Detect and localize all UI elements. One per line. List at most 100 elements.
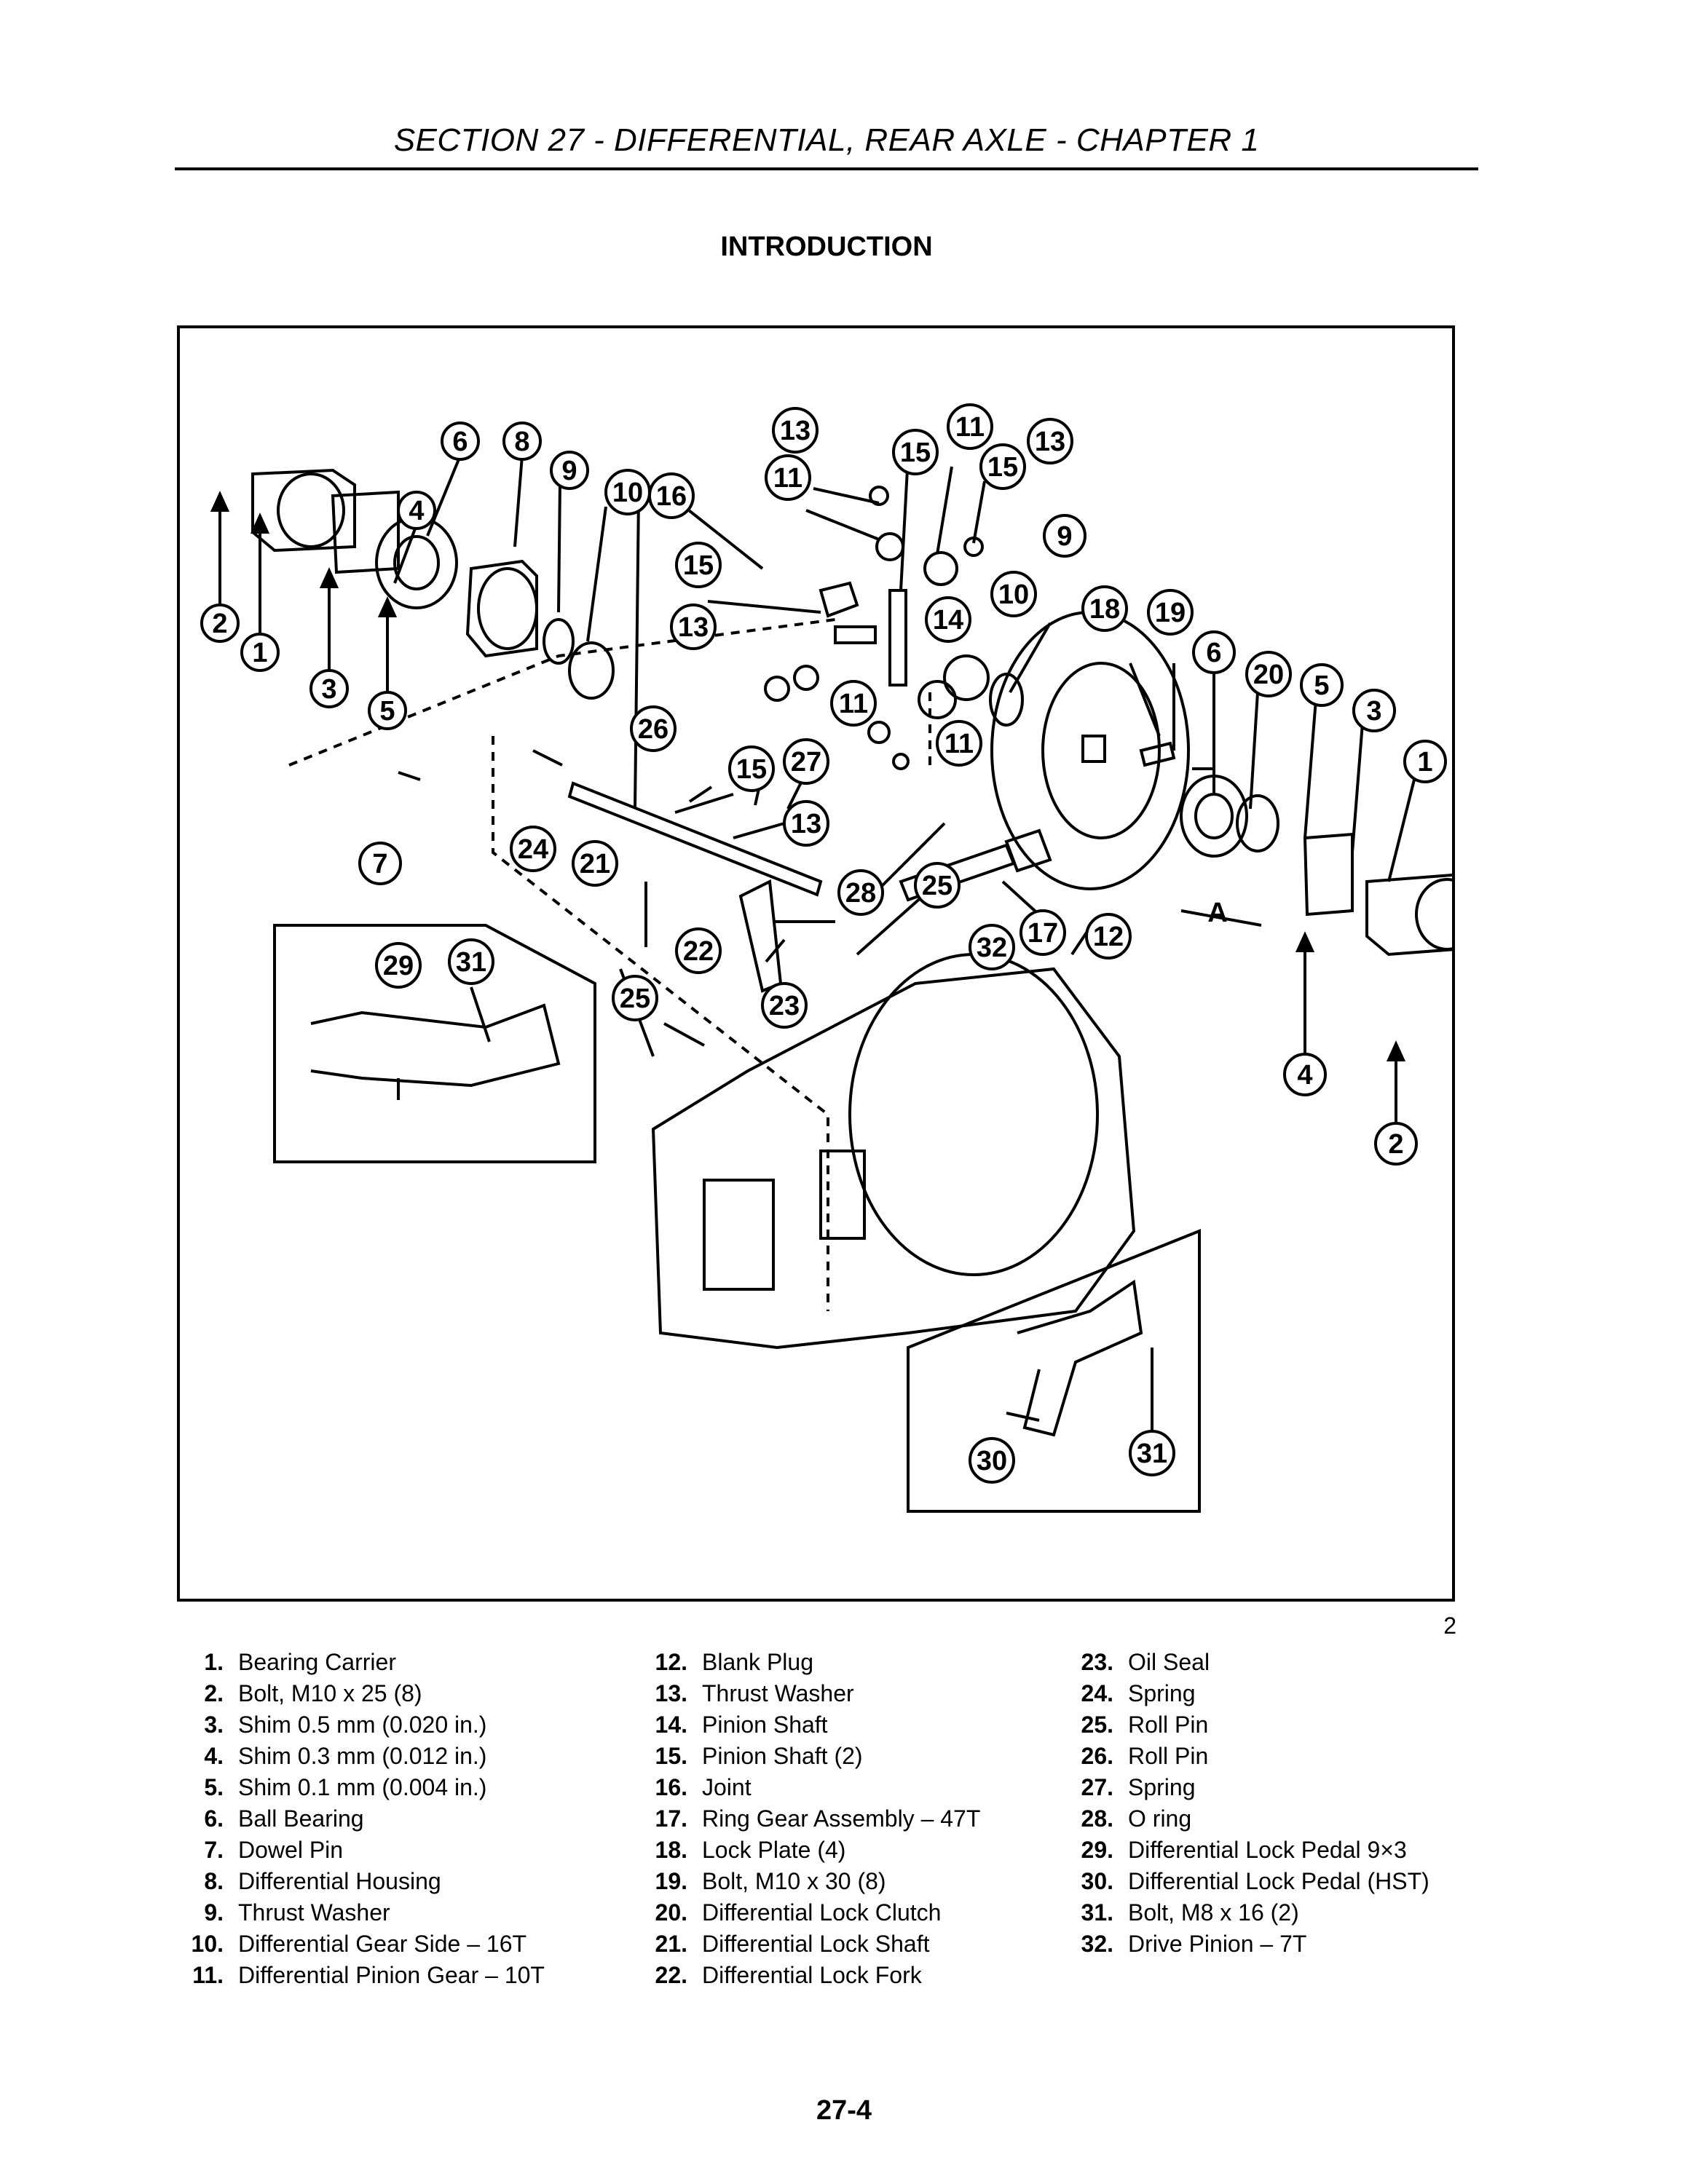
- legend-item: 6.Ball Bearing: [177, 1803, 545, 1835]
- legend-number: 3.: [204, 1712, 224, 1738]
- legend-item: 15.Pinion Shaft (2): [641, 1741, 980, 1772]
- legend-item: 23.Oil Seal: [1067, 1647, 1429, 1678]
- svg-text:17: 17: [1028, 918, 1058, 949]
- callout-29: 29: [375, 942, 422, 989]
- svg-text:15: 15: [900, 438, 931, 468]
- legend-number: 25.: [1081, 1712, 1113, 1738]
- view-marker-a: A: [1207, 898, 1227, 928]
- callout-31-b: 31: [1129, 1430, 1175, 1476]
- svg-text:15: 15: [683, 550, 714, 581]
- legend-text: Spring: [1128, 1774, 1196, 1800]
- legend-item: 18.Lock Plate (4): [641, 1835, 980, 1866]
- legend-text: Differential Lock Shaft: [702, 1931, 930, 1957]
- callout-8: 8: [502, 422, 542, 461]
- callout-20: 20: [1245, 651, 1292, 697]
- callout-14: 14: [925, 596, 971, 643]
- parts-legend-column-2: 12.Blank Plug 13.Thrust Washer 14.Pinion…: [641, 1647, 981, 1991]
- callout-13-b: 13: [1027, 418, 1073, 464]
- legend-text: Bearing Carrier: [238, 1649, 396, 1675]
- legend-number: 30.: [1081, 1868, 1113, 1894]
- legend-number: 26.: [1081, 1743, 1113, 1769]
- legend-text: Roll Pin: [1128, 1743, 1209, 1769]
- legend-number: 23.: [1081, 1649, 1113, 1675]
- svg-text:14: 14: [933, 605, 963, 636]
- callout-24: 24: [510, 826, 556, 872]
- legend-number: 17.: [655, 1805, 687, 1832]
- legend-text: Bolt, M8 x 16 (2): [1128, 1899, 1299, 1926]
- leader-lines: [210, 455, 1419, 1435]
- legend-text: Pinion Shaft: [702, 1712, 828, 1738]
- callout-16: 16: [648, 472, 695, 519]
- svg-text:27: 27: [791, 747, 821, 778]
- callout-23: 23: [761, 982, 808, 1029]
- svg-text:29: 29: [383, 951, 414, 981]
- callout-26: 26: [630, 705, 677, 752]
- callout-11-b: 11: [947, 403, 993, 450]
- svg-text:2: 2: [212, 609, 227, 639]
- callout-11-a: 11: [765, 454, 811, 501]
- callout-5-right: 5: [1300, 663, 1344, 707]
- svg-text:26: 26: [638, 714, 669, 745]
- legend-item: 25.Roll Pin: [1067, 1709, 1429, 1741]
- svg-text:13: 13: [1035, 427, 1065, 457]
- svg-text:3: 3: [1366, 696, 1381, 727]
- svg-text:31: 31: [1137, 1439, 1167, 1469]
- legend-item: 17.Ring Gear Assembly – 47T: [641, 1803, 981, 1835]
- callout-markers: 2 1 3 5 4 6 8 9 10 16 15 13 11 15 11 15 …: [200, 403, 1447, 1484]
- legend-number: 9.: [204, 1899, 224, 1926]
- legend-number: 8.: [204, 1868, 224, 1894]
- legend-text: Ball Bearing: [238, 1805, 364, 1832]
- callout-1-left: 1: [240, 633, 280, 672]
- parts-legend-column-1: 1.Bearing Carrier 2.Bolt, M10 x 25 (8) 3…: [177, 1647, 545, 1991]
- svg-text:1: 1: [252, 638, 267, 668]
- svg-text:9: 9: [561, 456, 577, 486]
- callout-7: 7: [358, 842, 402, 885]
- legend-text: O ring: [1128, 1805, 1192, 1832]
- legend-text: Differential Pinion Gear – 10T: [238, 1962, 545, 1988]
- lock-spring-shape: [532, 749, 563, 767]
- svg-text:13: 13: [791, 809, 821, 839]
- legend-text: Differential Lock Fork: [702, 1962, 922, 1988]
- callout-12: 12: [1085, 913, 1132, 960]
- svg-text:19: 19: [1155, 598, 1186, 628]
- callout-4-left: 4: [397, 491, 436, 530]
- legend-item: 4.Shim 0.3 mm (0.012 in.): [177, 1741, 545, 1772]
- callout-11-c: 11: [830, 680, 877, 727]
- legend-item: 8. Differential Housing: [177, 1866, 545, 1897]
- svg-text:18: 18: [1089, 594, 1120, 625]
- callout-21: 21: [572, 840, 618, 887]
- callout-6-right: 6: [1192, 630, 1236, 674]
- legend-item: 24.Spring: [1067, 1678, 1429, 1709]
- legend-item: 16.Joint: [641, 1772, 980, 1803]
- callout-15-c: 15: [979, 443, 1026, 490]
- transmission-case-shape: [651, 967, 1136, 1350]
- callout-25-b: 25: [612, 975, 658, 1021]
- svg-text:11: 11: [839, 689, 868, 719]
- svg-text:11: 11: [944, 729, 974, 759]
- parts-legend-column-3: 23.Oil Seal 24.Spring 25.Roll Pin 26. Rol…: [1067, 1647, 1429, 1960]
- svg-text:6: 6: [452, 427, 468, 457]
- legend-item: 26. Roll Pin: [1067, 1741, 1429, 1772]
- svg-text:25: 25: [620, 984, 650, 1014]
- legend-number: 19.: [655, 1868, 687, 1894]
- pedal-inset-left-frame: [273, 924, 596, 1163]
- svg-text:11: 11: [955, 412, 985, 443]
- legend-item: 29.Differential Lock Pedal 9×3: [1067, 1835, 1429, 1866]
- pedal-hst-shape: [1017, 1279, 1143, 1437]
- legend-number: 22.: [655, 1962, 687, 1988]
- svg-text:23: 23: [769, 991, 800, 1021]
- parts-drawing: [251, 468, 1452, 1513]
- legend-item: 32.Drive Pinion – 7T: [1067, 1928, 1429, 1960]
- legend-text: Differential Housing: [238, 1868, 441, 1894]
- legend-number: 15.: [655, 1743, 687, 1769]
- callout-2-left: 2: [200, 604, 240, 643]
- legend-text: Shim 0.3 mm (0.012 in.): [238, 1743, 487, 1769]
- legend-item: 7.Dowel Pin: [177, 1835, 545, 1866]
- callout-15-b: 15: [892, 429, 939, 475]
- legend-number: 29.: [1081, 1837, 1113, 1863]
- legend-number: 32.: [1081, 1931, 1113, 1957]
- legend-item: 20.Differential Lock Clutch: [641, 1897, 980, 1928]
- svg-text:5: 5: [1314, 670, 1329, 701]
- page-header-title: SECTION 27 - DIFFERENTIAL, REAR AXLE - C…: [393, 122, 1260, 158]
- svg-text:20: 20: [1253, 660, 1284, 690]
